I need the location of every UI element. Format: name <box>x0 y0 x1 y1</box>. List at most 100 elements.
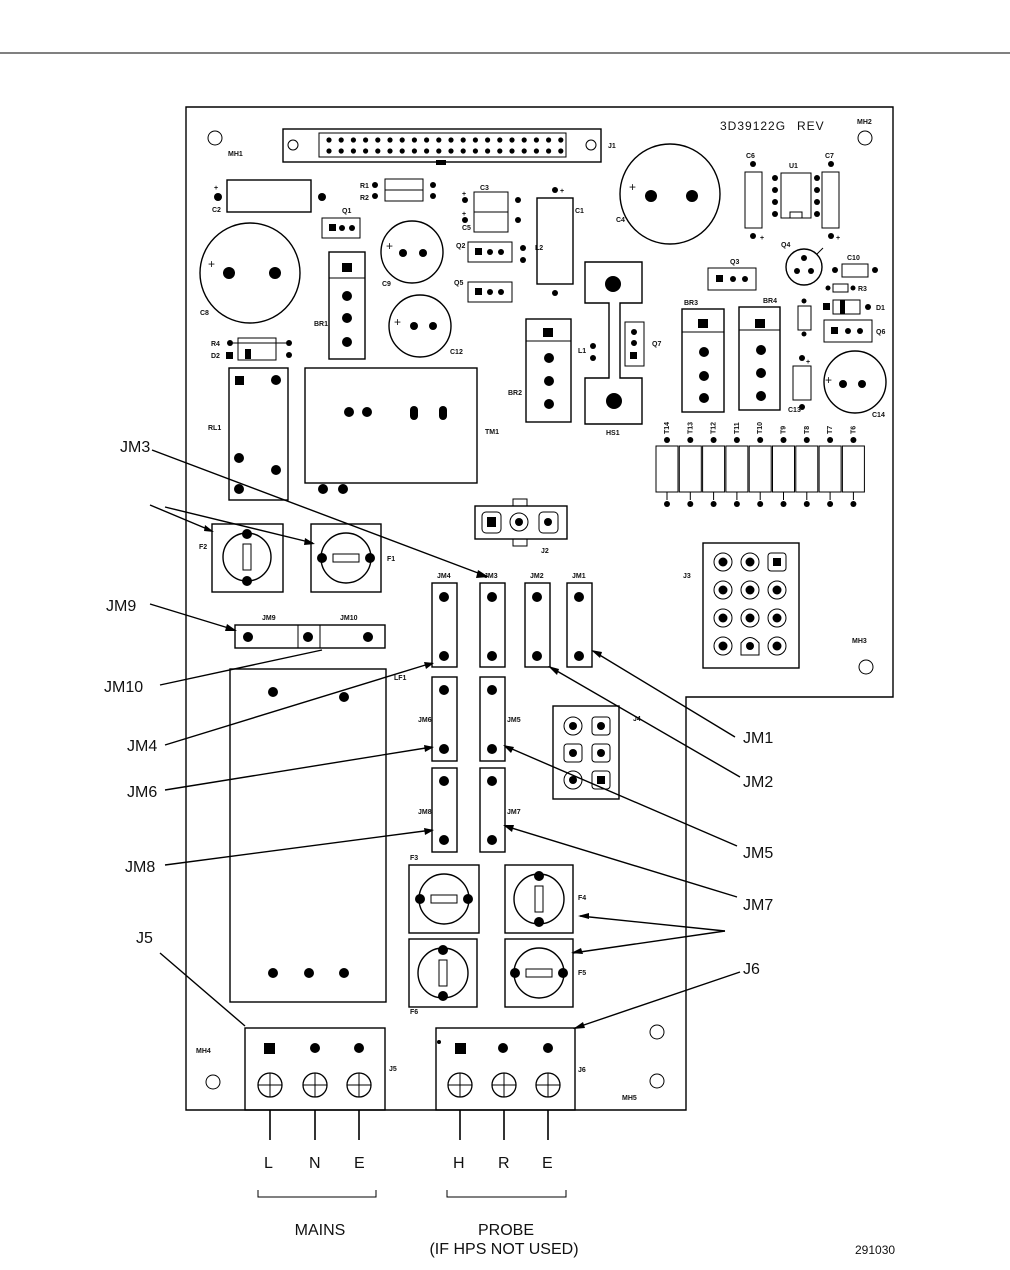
j4-pin-housing <box>591 743 611 763</box>
j1-pin <box>533 137 540 143</box>
j1-pin <box>424 148 430 154</box>
silk-u1: U1 <box>789 163 798 170</box>
callout-jm6: JM6 <box>127 784 157 801</box>
test-point-label: T10 <box>757 422 764 434</box>
svg-text:+: + <box>394 315 402 329</box>
f5-fuse-holder <box>504 938 574 1008</box>
svg-text:+: + <box>214 185 218 192</box>
svg-text:+: + <box>825 373 833 387</box>
test-point-label: T9 <box>781 426 788 434</box>
test-point-pad <box>710 501 717 507</box>
j3-pin-housing <box>713 608 733 628</box>
rl1-relay <box>228 367 289 501</box>
silk-hs1: HS1 <box>606 430 620 437</box>
callout-jm1: JM1 <box>743 730 773 747</box>
test-point-pad <box>757 437 764 443</box>
j1-pin <box>338 137 344 143</box>
j3-pin <box>773 558 781 566</box>
silk-l1: L1 <box>578 348 586 355</box>
silk-br4: BR4 <box>763 298 777 305</box>
silk-q6: Q6 <box>876 329 885 336</box>
j3-pin <box>745 585 755 595</box>
j1-pin <box>363 148 369 154</box>
r3-resistor <box>825 283 856 293</box>
silk-mh2: MH2 <box>857 119 872 126</box>
j1-pin <box>485 148 491 154</box>
j4-pin <box>569 749 577 757</box>
test-point-label: T11 <box>734 422 741 434</box>
br1-bridge-rectifier <box>328 251 366 360</box>
j1-pin <box>521 137 527 143</box>
silk-c1: C1 <box>575 208 584 215</box>
j3-pin-housing <box>767 636 787 656</box>
j1-pin <box>448 148 454 154</box>
silk-jm4: JM4 <box>437 573 451 580</box>
j4-pin <box>569 722 577 730</box>
mains-brace <box>257 1190 377 1198</box>
j3-pin <box>718 557 728 567</box>
j1-pin <box>326 148 332 154</box>
jm1-jumper <box>566 582 593 668</box>
j5-terminal-block <box>244 1027 386 1111</box>
test-point-label: T7 <box>827 426 834 434</box>
test-point-body <box>748 445 772 493</box>
c1-capacitor: + <box>536 187 574 296</box>
jm4-jumper <box>431 582 458 668</box>
c12-capacitor: + <box>388 294 452 358</box>
c9-capacitor: + <box>380 220 444 284</box>
jm3-jumper <box>479 582 506 668</box>
d1-diode <box>823 299 871 315</box>
test-point-pad <box>687 501 694 507</box>
callout-j5: J5 <box>136 930 153 947</box>
svg-text:+: + <box>560 188 564 195</box>
q3-transistor <box>707 267 757 291</box>
q2-transistor <box>467 241 513 263</box>
j1-pin <box>399 148 405 154</box>
terminal-probe-e: E <box>542 1155 553 1172</box>
test-point-label: T6 <box>850 426 857 434</box>
c14-capacitor: + <box>823 350 887 414</box>
j1-pin <box>546 148 552 154</box>
test-point-body <box>772 445 795 493</box>
j1-pin <box>387 137 393 143</box>
test-point-pad <box>664 501 670 507</box>
jm5-jumper <box>479 676 506 762</box>
silk-c12: C12 <box>450 349 463 356</box>
silk-br1: BR1 <box>314 321 328 328</box>
j3-pin-housing <box>713 580 733 600</box>
j1-pin <box>558 148 564 154</box>
j4-pin <box>597 749 605 757</box>
jm9-jm10-jumpers <box>234 624 386 649</box>
j3-connector <box>702 542 800 669</box>
silk-c4: C4 <box>616 217 625 224</box>
c13-capacitor <box>797 298 812 337</box>
j3-pin-housing <box>713 636 733 656</box>
test-point-pad <box>733 501 740 507</box>
silk-q1: Q1 <box>342 208 351 215</box>
j3-pin-housing <box>740 552 760 572</box>
svg-text:+: + <box>462 191 466 198</box>
silk-tm1: TM1 <box>485 429 499 436</box>
f3-fuse-holder <box>408 864 480 934</box>
probe-note: (IF HPS NOT USED) <box>429 1241 578 1258</box>
silk-c7: C7 <box>825 153 834 160</box>
j1-pin <box>326 137 332 143</box>
f2-fuse-holder <box>211 523 284 593</box>
silk-jm9: JM9 <box>262 615 276 622</box>
j3-pin-housing <box>740 637 760 656</box>
terminal-probe-r: R <box>498 1155 510 1172</box>
silk-f2: F2 <box>199 544 207 551</box>
j4-pin <box>597 776 605 784</box>
silk-mh1: MH1 <box>228 151 243 158</box>
j1-pin <box>533 148 540 154</box>
silk-c10: C10 <box>847 255 860 262</box>
silk-j4: J4 <box>633 716 641 723</box>
svg-text:+: + <box>836 235 840 242</box>
silk-c3: C3 <box>480 185 489 192</box>
j1-pin <box>350 148 356 154</box>
j1-pin <box>387 148 393 154</box>
r1-r2-resistors <box>372 178 436 202</box>
j3-pin <box>772 585 782 595</box>
svg-text:+: + <box>208 257 216 271</box>
silk-jm10: JM10 <box>340 615 358 622</box>
